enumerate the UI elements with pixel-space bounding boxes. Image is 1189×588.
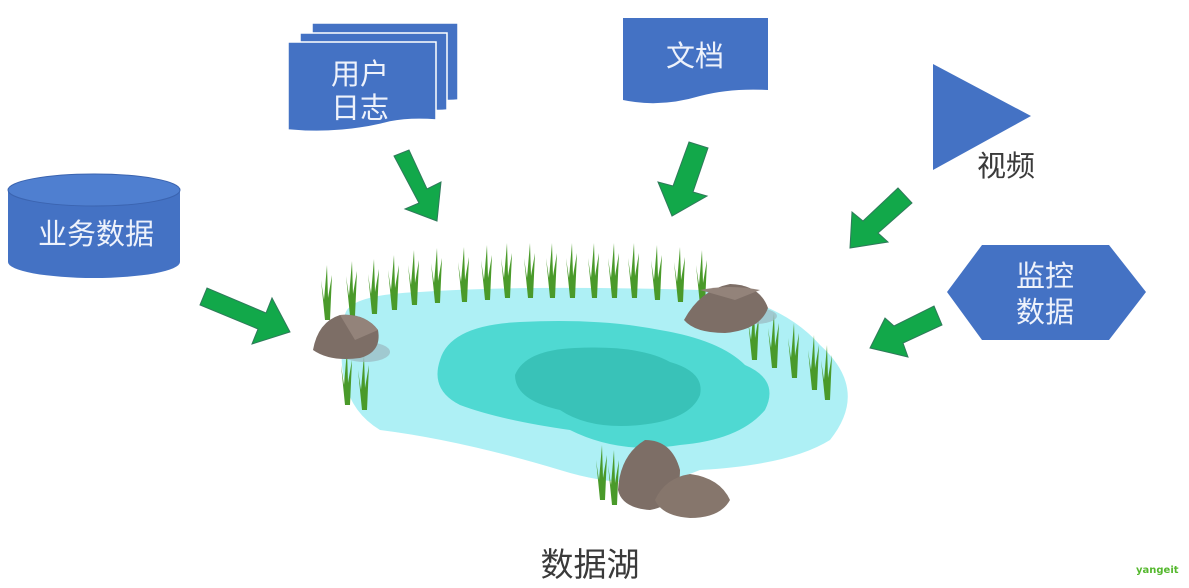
user-logs-label-line1: 用户 xyxy=(330,57,389,91)
arrow-user-logs xyxy=(393,149,442,222)
data-lake-label: 数据湖 xyxy=(540,545,640,584)
arrow-monitoring xyxy=(869,305,943,358)
business-data-label: 业务数据 xyxy=(37,217,154,251)
arrow-business-data xyxy=(199,287,291,345)
documents-label: 文档 xyxy=(665,39,724,73)
triangle-shape xyxy=(933,64,1031,170)
document-shape xyxy=(623,18,768,104)
cylinder-shape xyxy=(7,173,181,278)
arrow-video xyxy=(849,187,913,249)
hexagon-shape xyxy=(947,245,1146,340)
video-label: 视频 xyxy=(976,149,1035,183)
watermark: yangeit xyxy=(1136,565,1179,576)
data-lake-pond xyxy=(341,287,848,483)
monitoring-label-line1: 监控 xyxy=(1015,259,1074,293)
monitoring-label-line2: 数据 xyxy=(1015,295,1074,329)
user-logs-label-line2: 日志 xyxy=(330,91,389,125)
arrow-documents xyxy=(657,141,709,217)
multi-document-shape xyxy=(287,22,459,133)
rocks xyxy=(313,284,777,518)
